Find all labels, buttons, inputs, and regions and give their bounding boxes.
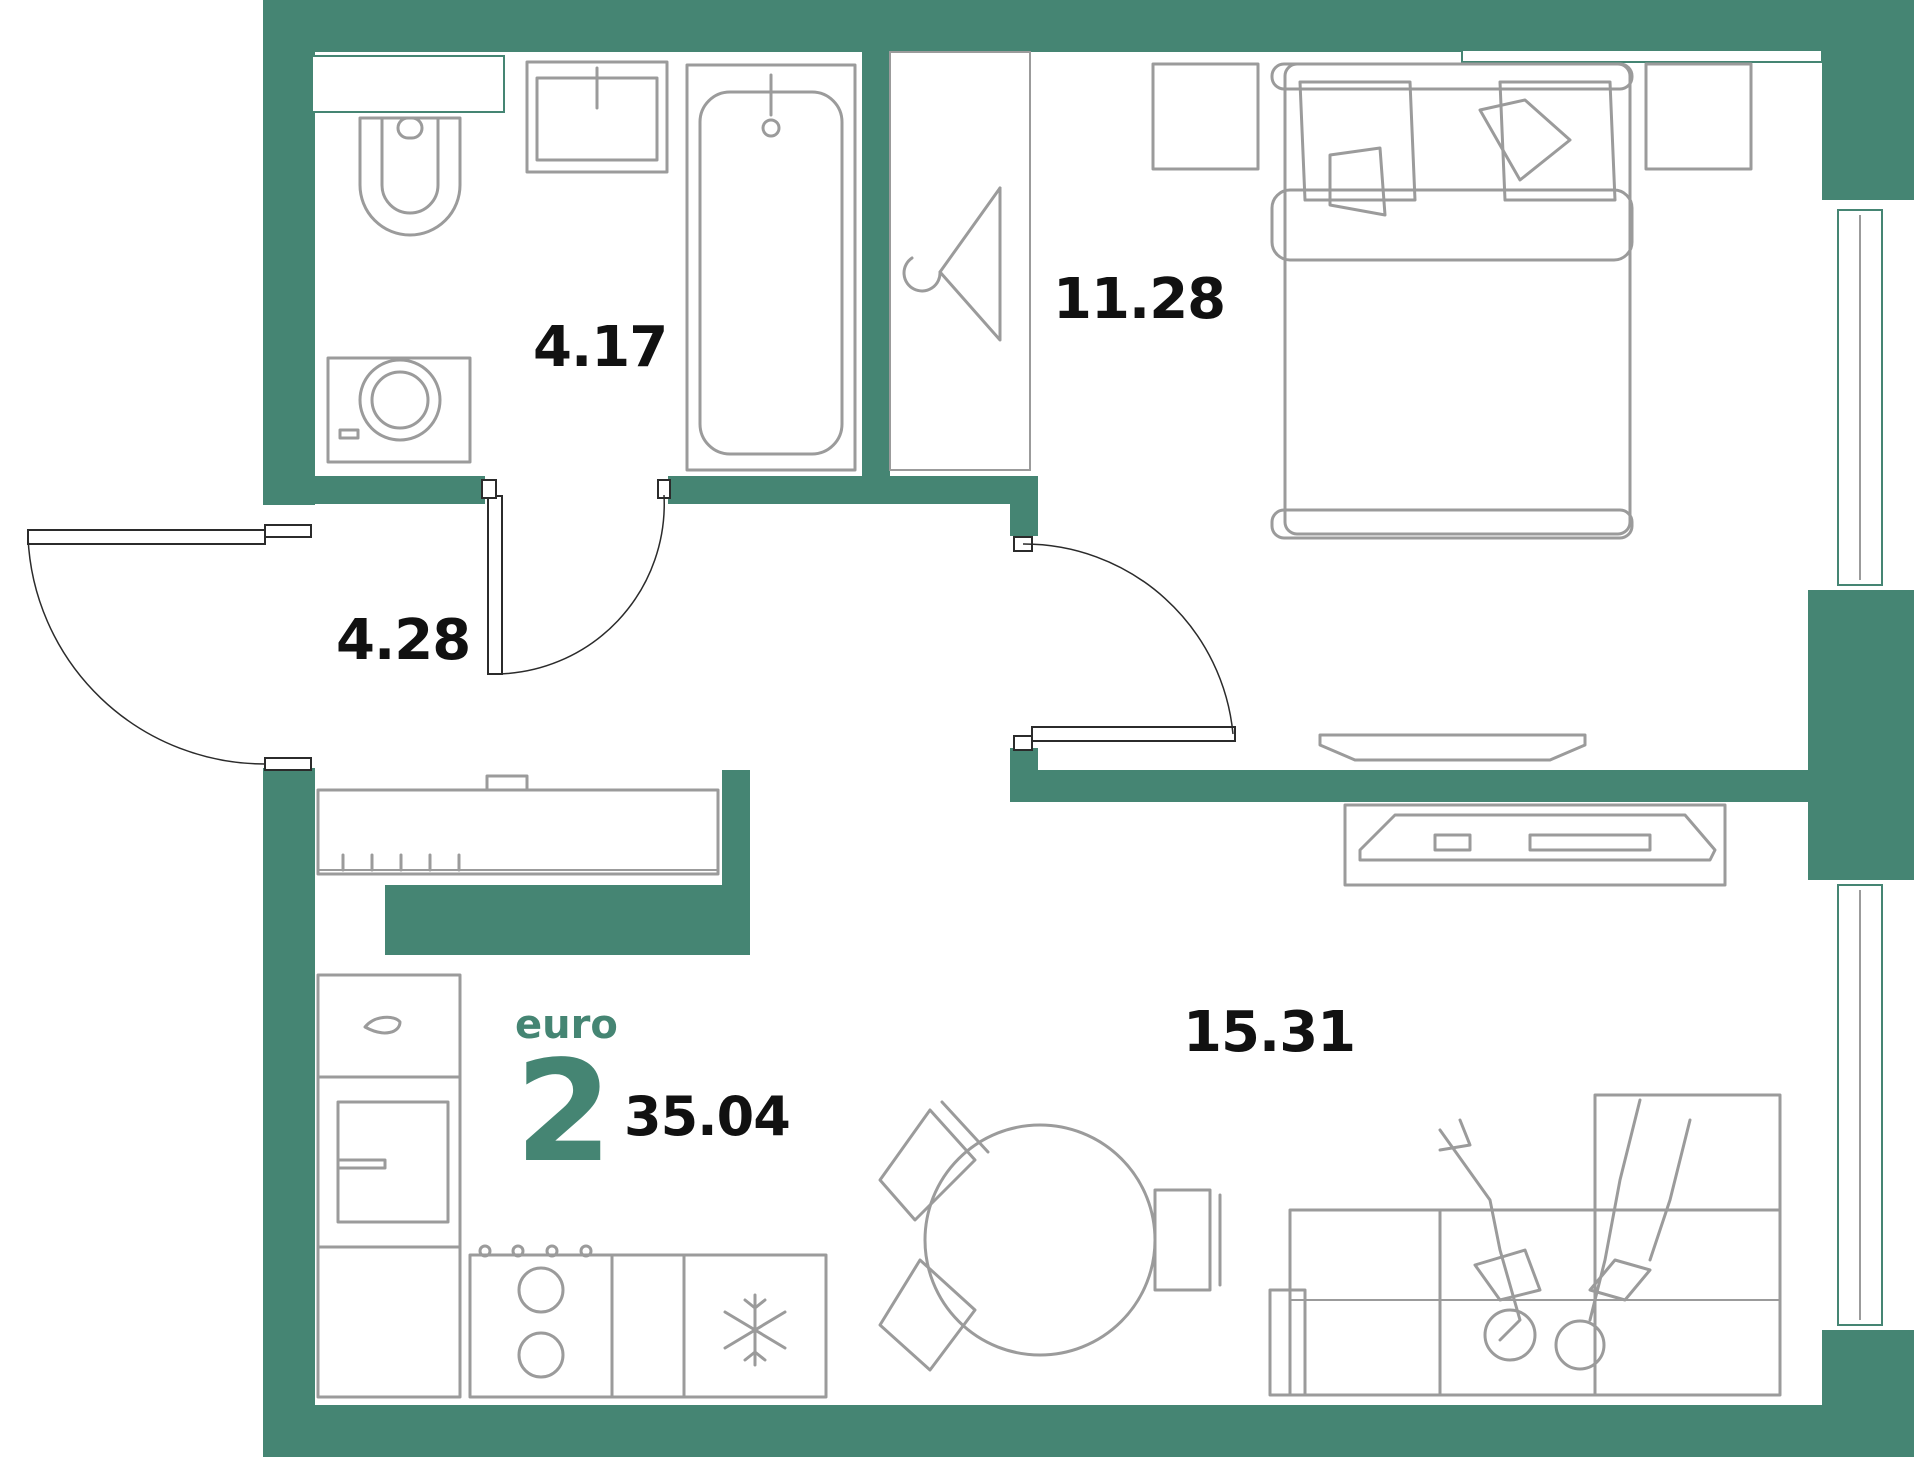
hallway-closet [316,774,720,876]
snowflake-icon [723,1293,787,1367]
dining-table [923,1123,1157,1357]
people-on-sofa-icon [1438,1098,1692,1371]
washing-machine [326,356,472,464]
wall-bottom [263,1405,1914,1457]
wall-right-bottom [1822,1330,1914,1457]
walls [263,0,1914,1457]
bathroom-door-swing [494,494,665,675]
wall-left-lower [263,768,315,1457]
wall-bedroom-bottom [1012,770,1822,802]
bed [1283,62,1632,536]
toilet [358,116,462,237]
wall-bathroom-closet-divider [862,40,890,490]
wall-right-top [1822,0,1914,200]
bedroom-area-label: 11.28 [1053,267,1226,332]
windows [311,49,1883,1326]
bathroom-area-label: 4.17 [533,315,668,380]
wall-right-middle [1808,590,1914,880]
wall-closet-niche-bottom [385,885,750,955]
hallway-area-label: 4.28 [336,608,471,673]
wardrobe [889,51,1031,471]
fridge [682,1253,828,1399]
wall-closet-niche-right [722,770,750,955]
dining-set [878,1100,1222,1372]
pillow-icon [1298,80,1417,202]
sofa [1288,1208,1442,1397]
wall-bathroom-bottom-right [668,476,1038,504]
bathroom-fixtures [326,60,857,472]
living-furniture [1268,803,1782,1397]
rooms-count-label: 2 [515,1031,613,1194]
chair-bottom-left [878,1258,977,1372]
window-bathroom [311,55,505,113]
entrance-door-leaf [27,529,266,545]
wall-top [263,0,1914,52]
window-bedroom-top [1461,49,1823,63]
sink [525,60,669,174]
bathroom-door-leaf [487,495,503,675]
wall-left-upper [263,0,315,505]
nightstand-right [1644,62,1753,171]
wall-bedroom-door-jamb-lower [1010,748,1038,802]
wall-bedroom-door-jamb [1010,476,1038,536]
bedroom-furniture [1151,62,1753,762]
doors [27,479,1236,771]
kitchen-counter [316,1245,462,1399]
entrance-door-swing [27,536,266,765]
tv-unit [1343,803,1727,887]
living-area-label: 15.31 [1183,1000,1356,1065]
tv-stand-bedroom [1318,733,1587,762]
chair-right [1153,1188,1212,1292]
chair-top-left [878,1108,977,1222]
wall-bathroom-bottom-left [315,476,485,504]
total-area-label: 35.04 [624,1085,791,1148]
bathtub [685,63,857,472]
bedroom-door-swing [1022,543,1234,735]
water-drop-icon [363,1015,402,1035]
nightstand-left [1151,62,1260,171]
bedroom-door-leaf [1031,726,1236,742]
hallway-shelf [316,788,720,876]
kitchen-upper-cabinet [316,973,462,1079]
hanger-icon [902,186,1002,342]
apartment-type-label: euro [515,1002,618,1048]
kitchen [316,973,828,1399]
